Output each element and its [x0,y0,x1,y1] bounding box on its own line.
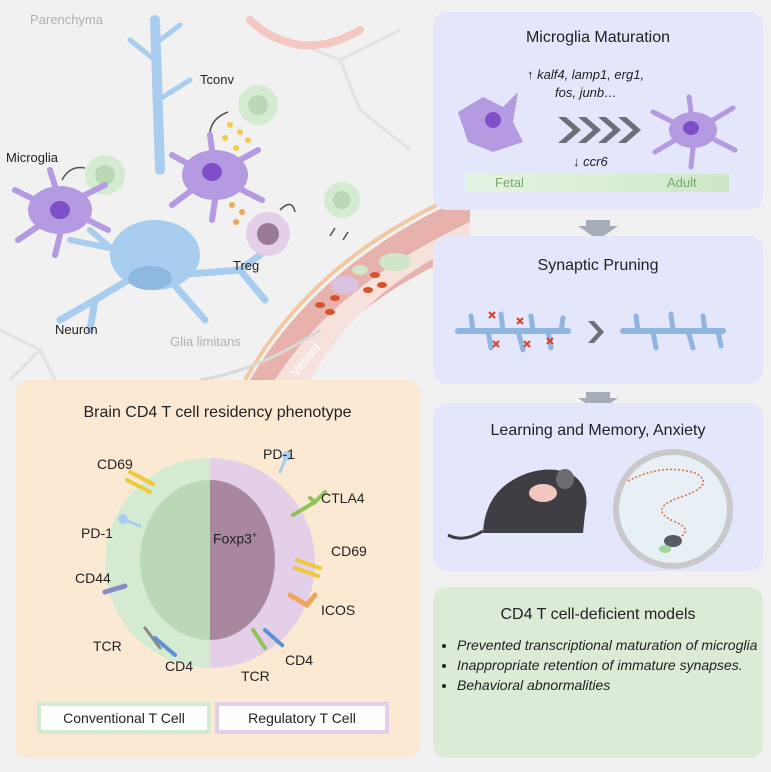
deficient-panel: CD4 T cell-deficient models Prevented tr… [433,587,763,758]
treg-label: Treg [233,258,260,273]
residency-panel: Brain CD4 T cell residency phenotype CD6… [15,380,420,758]
t-cell-diagram [102,451,327,668]
down-genes: ↓ ccr6 [573,154,608,169]
cd4-right-label: CD4 [285,652,314,668]
deficient-title: CD4 T cell-deficient models [500,606,696,623]
legend-regulatory: Regulatory T Cell [215,702,389,734]
microglia-label: Microglia [6,150,59,165]
bullet-1: Prevented transcriptional maturation of … [457,635,763,655]
deficient-list: Prevented transcriptional maturation of … [445,635,763,695]
cd69-left-label: CD69 [97,456,133,472]
bullet-2: Inappropriate retention of immature syna… [457,655,763,675]
adult-label: Adult [667,175,697,190]
pruning-graphics [455,311,726,353]
pruning-title: Synaptic Pruning [537,257,659,274]
foxp3-label: Foxp3+ [213,530,257,547]
up-genes-line1: ↑ kalf4, lamp1, erg1, [527,67,645,82]
cd4-left-label: CD4 [165,658,194,674]
ctla4-label: CTLA4 [321,490,365,506]
foxp3-sup: + [251,530,258,540]
down-arrow-1 [578,220,618,240]
fetal-label: Fetal [495,175,524,190]
tcr-right-label: TCR [241,668,270,684]
maturation-panel: Microglia Maturation ↑ kalf4, lamp1, erg… [433,12,763,210]
foxp3-text: Foxp3 [213,530,252,547]
learning-title: Learning and Memory, Anxiety [490,422,706,439]
neuron-label: Neuron [55,322,98,337]
learning-graphics [447,449,733,569]
legend-conventional: Conventional T Cell [37,702,211,734]
scene-graphics [0,15,471,391]
down-arrow-2 [578,392,618,412]
pruning-panel: Synaptic Pruning [433,236,763,384]
cd69-right-label: CD69 [331,543,367,559]
glia-limitans-label: Glia limitans [170,334,241,349]
pd1-right-label: PD-1 [263,446,295,462]
cd44-label: CD44 [75,570,111,586]
maturation-graphics [458,92,738,192]
learning-panel: Learning and Memory, Anxiety [433,403,763,571]
icos-label: ICOS [321,602,356,618]
tconv-label: Tconv [200,72,234,87]
bullet-3: Behavioral abnormalities [457,675,763,695]
parenchyma-label: Parenchyma [30,12,103,27]
tcr-left-label: TCR [93,638,122,654]
pd1-left-label: PD-1 [81,525,113,541]
up-genes-line2: fos, junb… [555,85,618,100]
maturation-title: Microglia Maturation [525,29,671,46]
residency-title: Brain CD4 T cell residency phenotype [83,404,352,421]
